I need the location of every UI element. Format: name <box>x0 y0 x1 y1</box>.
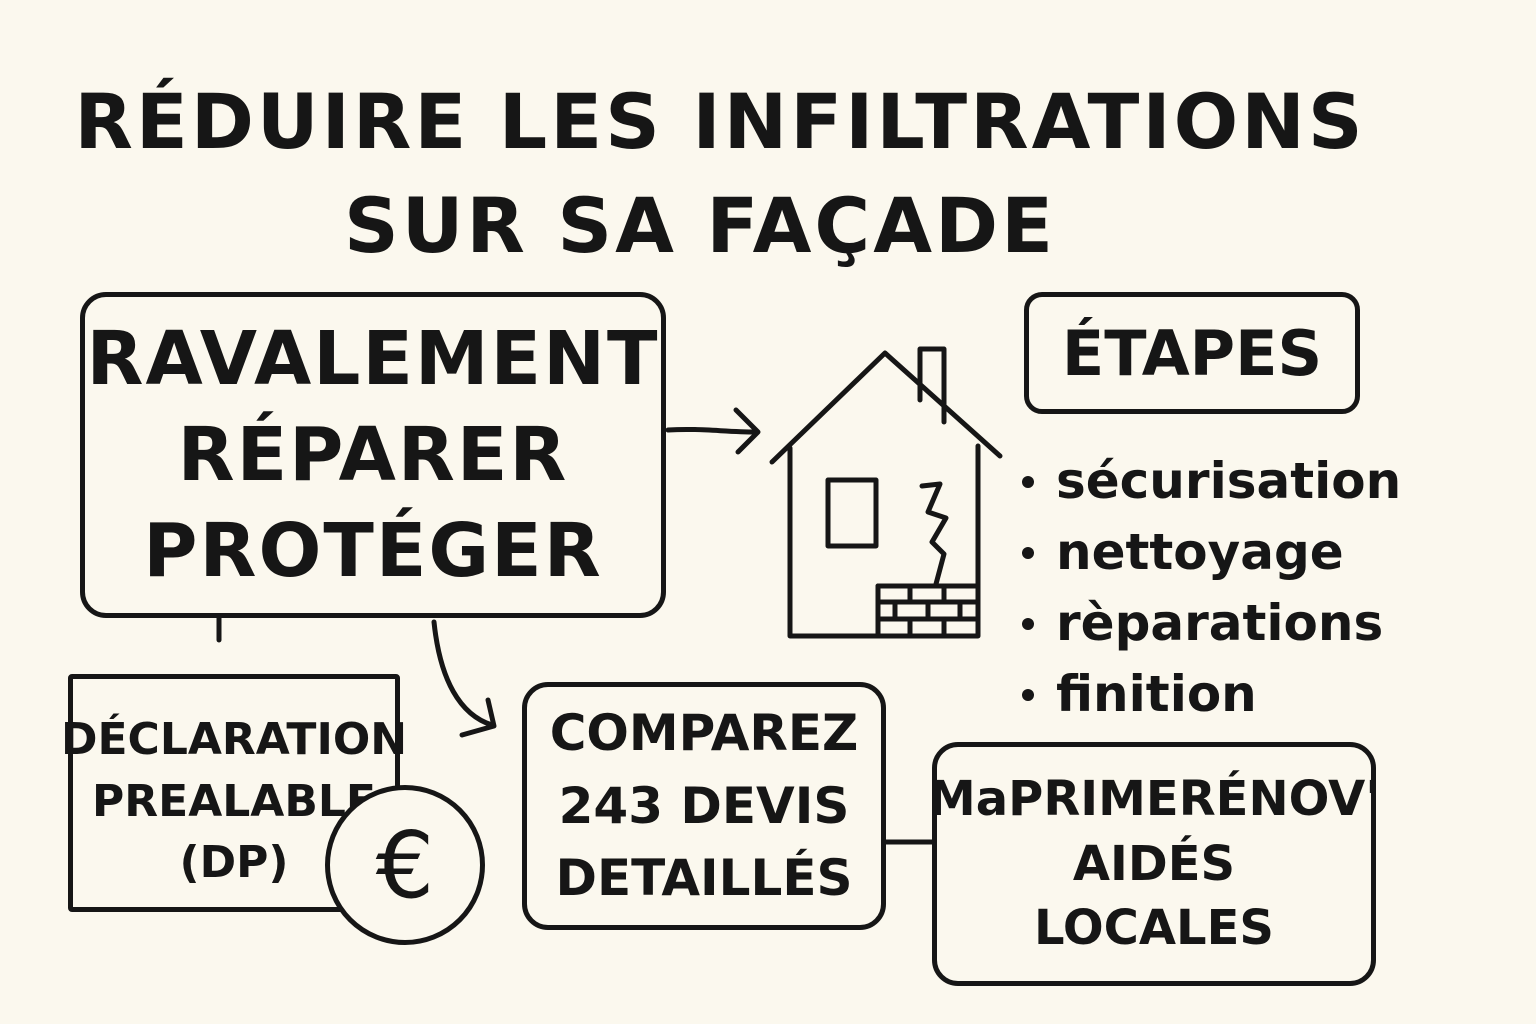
euro-symbol: € <box>375 811 435 919</box>
dp-label: (DP) <box>179 837 289 889</box>
page-title-line-2: SUR SA FAÇADE <box>343 181 1057 270</box>
detailles-label: DETAILLÉS <box>555 849 853 908</box>
proteger-label: PROTÉGER <box>143 508 603 595</box>
aides-box: MaPRIMERÉNOV' AIDÉS LOCALES <box>928 742 1380 986</box>
ravalement-label: RAVALEMENT <box>86 315 660 402</box>
bullet-icon <box>1022 546 1034 559</box>
comparez-label: COMPAREZ <box>549 704 859 763</box>
declaration-label: DÉCLARATION <box>60 714 408 765</box>
steps-heading: ÉTAPES <box>1061 316 1323 390</box>
list-item: sécurisation <box>1022 446 1401 517</box>
step-label: rèparations <box>1056 594 1384 652</box>
locales-label: LOCALES <box>1034 900 1274 957</box>
steps-heading-box: ÉTAPES <box>1024 292 1360 414</box>
arrow-to-devis <box>431 619 497 738</box>
house-with-crack-icon <box>769 346 1003 639</box>
maprimerenov-label: MaPRIMERÉNOV' <box>928 770 1380 827</box>
declaration-prealable-box: DÉCLARATION PREALABLE (DP) <box>61 674 407 912</box>
compare-devis-box: COMPAREZ 243 DEVIS DETAILLÉS <box>522 682 886 930</box>
reparer-label: RÉPARER <box>177 411 569 498</box>
list-item: nettoyage <box>1022 517 1401 588</box>
prealable-label: PREALABLE <box>92 775 376 827</box>
ravalement-box: RAVALEMENT RÉPARER PROTÉGER <box>80 292 666 618</box>
list-item: finition <box>1022 659 1401 730</box>
step-label: finition <box>1056 665 1257 723</box>
bullet-icon <box>1022 475 1034 488</box>
list-item: rèparations <box>1022 588 1401 659</box>
bullet-icon <box>1022 688 1034 701</box>
devis-count-label: 243 DEVIS <box>558 776 850 835</box>
euro-coin-icon: € <box>325 785 485 945</box>
bullet-icon <box>1022 617 1034 630</box>
arrow-to-house <box>665 407 761 455</box>
steps-list: sécurisation nettoyage rèparations finit… <box>1022 446 1401 730</box>
page-title-line-1: RÉDUIRE LES INFILTRATIONS <box>74 77 1366 166</box>
step-label: nettoyage <box>1056 523 1344 581</box>
step-label: sécurisation <box>1056 452 1402 510</box>
aides-label: AIDÉS <box>1072 835 1236 892</box>
